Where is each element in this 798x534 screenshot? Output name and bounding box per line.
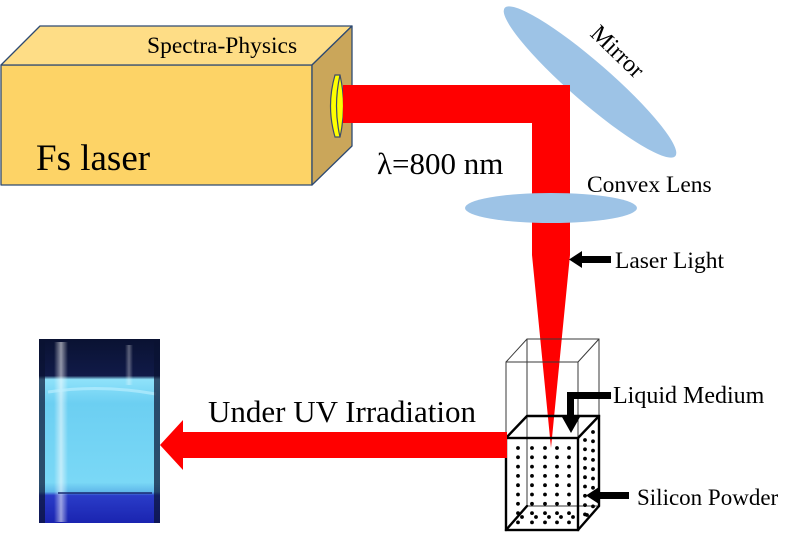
powder-dot <box>583 503 587 507</box>
powder-dot <box>530 483 534 488</box>
powder-dot <box>567 446 571 450</box>
powder-dot <box>543 446 547 450</box>
powder-dot <box>591 485 595 490</box>
powder-dot <box>543 464 547 469</box>
laser-brand-label: Spectra-Physics <box>147 33 297 59</box>
powder-dot <box>516 501 520 506</box>
powder-dot <box>555 511 559 515</box>
silicon-powder-arrow-icon <box>586 487 629 504</box>
powder-dot <box>567 474 571 478</box>
powder-dot <box>555 492 559 497</box>
powder-dot <box>555 474 559 478</box>
powder-dot <box>555 520 559 525</box>
laser-aperture-icon <box>329 74 345 138</box>
powder-dot <box>534 515 538 519</box>
laser-light-arrow-icon <box>569 251 611 268</box>
powder-dot <box>591 467 595 472</box>
powder-dot <box>585 513 589 517</box>
powder-dot <box>567 492 571 497</box>
powder-dot <box>530 520 534 525</box>
powder-dot <box>567 464 571 469</box>
powder-dot <box>571 515 575 519</box>
powder-dot <box>591 430 595 434</box>
laser-beam <box>343 85 570 448</box>
silicon-powder-dots <box>516 430 595 525</box>
powder-dot <box>530 455 534 460</box>
powder-dot <box>516 455 520 460</box>
powder-dot <box>591 439 595 444</box>
powder-dot <box>555 464 559 469</box>
powder-dot <box>516 483 520 488</box>
powder-dot <box>567 483 571 488</box>
powder-dot <box>516 464 520 469</box>
powder-dot <box>543 492 547 497</box>
powder-dot <box>516 474 520 478</box>
liquid-medium-arrow-icon <box>562 392 611 433</box>
laser-name-label: Fs laser <box>36 138 150 179</box>
powder-dot <box>567 511 571 515</box>
powder-dot <box>591 448 595 453</box>
powder-dot <box>530 474 534 478</box>
fs-laser-box: Spectra-Physics Fs laser <box>0 25 353 186</box>
powder-dot <box>543 501 547 506</box>
powder-dot <box>543 455 547 460</box>
powder-dot <box>555 446 559 450</box>
cuvette <box>504 338 601 532</box>
output-arrow-icon <box>160 420 507 470</box>
convex-lens <box>465 193 637 223</box>
powder-dot <box>583 466 587 470</box>
powder-dot <box>520 515 524 519</box>
powder-dot <box>583 493 587 498</box>
powder-dot <box>583 438 587 442</box>
laser-light-label: Laser Light <box>615 248 724 274</box>
powder-dot <box>516 520 520 525</box>
convex-lens-label: Convex Lens <box>587 172 712 198</box>
powder-dot <box>530 446 534 450</box>
powder-dot <box>543 483 547 488</box>
powder-dot <box>583 484 587 489</box>
powder-dot <box>583 456 587 461</box>
powder-dot <box>583 447 587 452</box>
vial-photo <box>39 339 160 523</box>
powder-dot <box>567 520 571 525</box>
powder-dot <box>543 511 547 515</box>
powder-dot <box>530 511 534 515</box>
powder-dot <box>555 455 559 460</box>
powder-dot <box>530 501 534 506</box>
powder-dot <box>555 501 559 506</box>
powder-dot <box>567 501 571 506</box>
powder-dot <box>559 515 563 519</box>
powder-dot <box>530 492 534 497</box>
powder-dot <box>567 455 571 460</box>
wavelength-label: λ=800 nm <box>377 146 503 181</box>
powder-dot <box>516 446 520 450</box>
silicon-powder-label: Silicon Powder <box>637 485 779 510</box>
powder-dot <box>555 483 559 488</box>
powder-dot <box>591 476 595 481</box>
powder-dot <box>543 520 547 525</box>
powder-dot <box>530 464 534 469</box>
powder-dot <box>547 515 551 519</box>
powder-dot <box>591 458 595 462</box>
powder-dot <box>591 504 595 509</box>
powder-dot <box>516 492 520 497</box>
liquid-medium-label: Liquid Medium <box>613 383 765 409</box>
mirror <box>503 6 677 158</box>
uv-irradiation-label: Under UV Irradiation <box>208 394 477 429</box>
powder-dot <box>543 474 547 478</box>
powder-dot <box>583 475 587 480</box>
